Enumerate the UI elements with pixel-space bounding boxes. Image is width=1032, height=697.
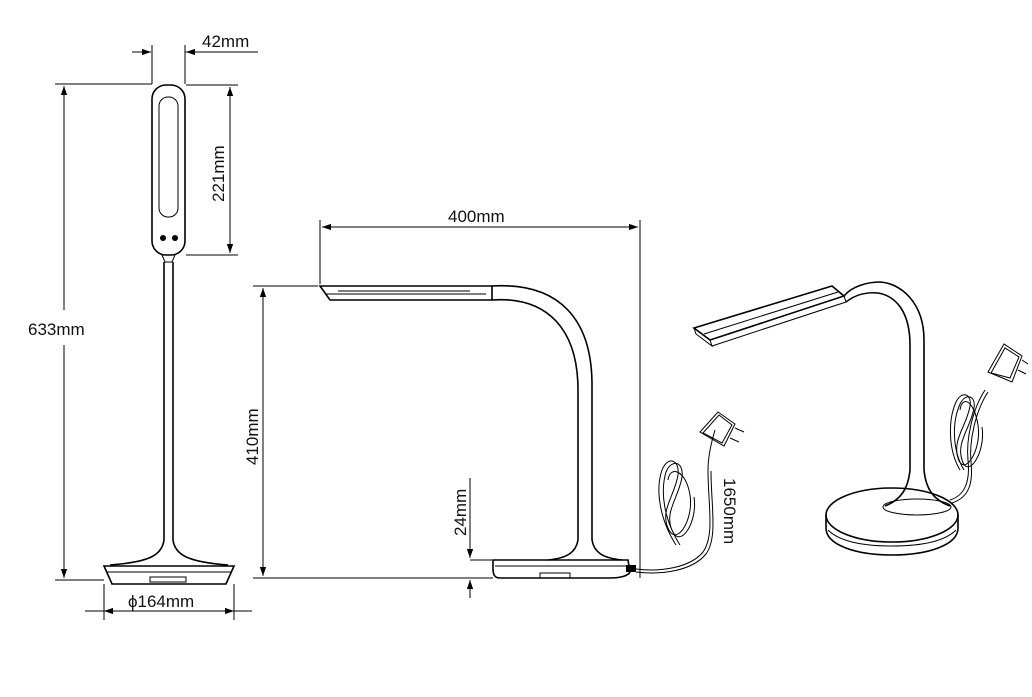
- head-length-label: 221mm: [209, 145, 228, 202]
- total-height-label: 633mm: [28, 320, 85, 339]
- side-view-lamp: [318, 284, 636, 579]
- dim-head-width: 42mm: [132, 32, 258, 84]
- dim-base-diameter: ϕ164mm: [85, 584, 252, 620]
- dim-total-height: 633mm: [28, 83, 152, 581]
- dim-base-height: 24mm: [451, 478, 492, 598]
- side-view-cable: [635, 411, 745, 574]
- dim-head-length: 221mm: [186, 84, 238, 256]
- base-height-label: 24mm: [451, 489, 470, 536]
- perspective-view-cable: [949, 343, 1029, 504]
- cable-length-label: 1650mm: [720, 478, 739, 544]
- perspective-view-lamp: [692, 281, 959, 556]
- dim-arm-height: 410mm: [243, 285, 493, 579]
- dim-arm-reach: 400mm: [319, 207, 641, 578]
- head-width-label: 42mm: [202, 32, 249, 51]
- arm-reach-label: 400mm: [448, 207, 505, 226]
- front-view-lamp: [102, 84, 236, 585]
- base-diameter-label: ϕ164mm: [128, 592, 194, 611]
- arm-height-label: 410mm: [243, 408, 262, 465]
